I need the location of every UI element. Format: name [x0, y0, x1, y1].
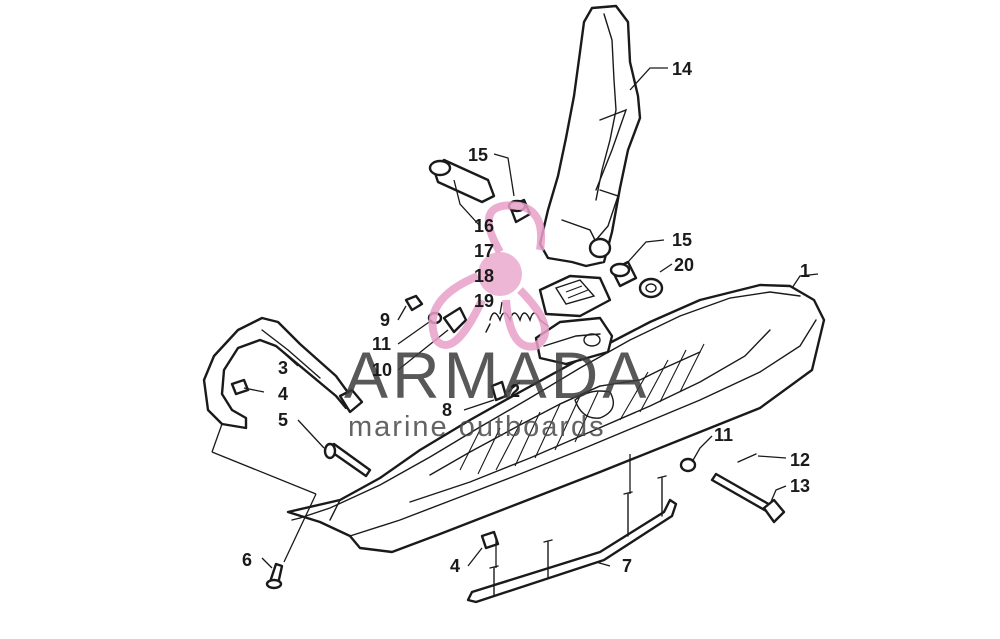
nut-lower	[480, 530, 500, 550]
watermark-tagline: marine outboards	[348, 411, 606, 443]
spring-bracket	[442, 306, 468, 334]
bushing-right	[609, 260, 638, 288]
nut-top	[490, 380, 508, 402]
callout-4-upper: 4	[278, 384, 288, 404]
wear-bar	[466, 475, 678, 604]
callout-13: 13	[790, 476, 810, 496]
callout-15-upper: 15	[468, 145, 488, 165]
callout-3: 3	[278, 358, 288, 378]
watermark: ARMADA marine outboards	[344, 201, 650, 443]
saddle-lower	[534, 316, 614, 366]
callout-15-lower: 15	[672, 230, 692, 250]
callout-14: 14	[672, 59, 692, 79]
saddle-upper	[538, 274, 612, 318]
cotter-pin	[737, 453, 757, 463]
callout-20: 20	[674, 255, 694, 275]
callout-2: 2	[510, 381, 520, 401]
callout-10: 10	[372, 360, 392, 380]
callout-12: 12	[790, 450, 810, 470]
callout-4-lower: 4	[450, 556, 460, 576]
bolt-short	[265, 562, 284, 590]
handle-cap	[230, 378, 250, 396]
callout-11-upper: 11	[372, 334, 391, 354]
callout-6: 6	[242, 550, 252, 570]
callout-19: 19	[474, 291, 494, 311]
callout-17: 17	[474, 241, 494, 261]
callout-1: 1	[800, 261, 810, 281]
ski-body	[286, 283, 826, 554]
callout-9: 9	[380, 310, 390, 330]
callout-labels: 1 2 3 4 4 5 6 7 8 9 10 11 11 12 13 14 15…	[242, 59, 810, 576]
spindle-pin	[428, 158, 496, 204]
nut-small	[404, 294, 424, 312]
ski-handle	[202, 316, 364, 430]
callout-11-lower: 11	[714, 425, 733, 445]
washer-right	[638, 277, 664, 299]
callout-16: 16	[474, 216, 494, 236]
washer-lower	[679, 457, 697, 473]
ski-spindle	[538, 4, 642, 268]
callout-5: 5	[278, 410, 288, 430]
watermark-brand: ARMADA	[344, 338, 650, 412]
bolt-long	[323, 442, 372, 478]
callout-18: 18	[474, 266, 494, 286]
callout-7: 7	[622, 556, 632, 576]
callout-8: 8	[442, 400, 452, 420]
leader-lines	[211, 67, 819, 569]
armada-propeller-logo	[428, 201, 549, 351]
